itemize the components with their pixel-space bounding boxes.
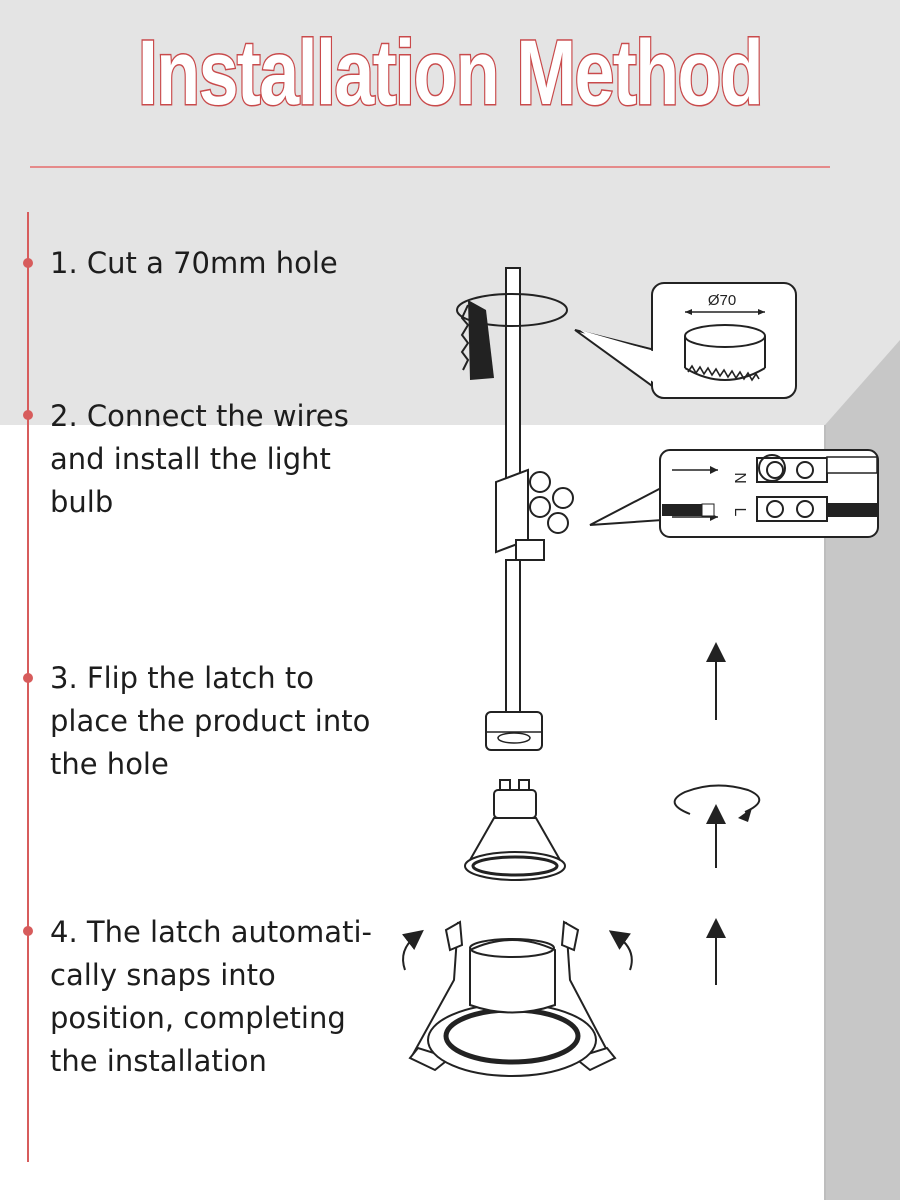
step-2-dot bbox=[23, 410, 33, 420]
step-2-text: 2. Connect the wires and install the lig… bbox=[50, 399, 349, 519]
step-1-text: 1. Cut a 70mm hole bbox=[50, 246, 338, 280]
hole-diameter-label: Ø70 bbox=[708, 292, 736, 309]
terminal-callout: N L bbox=[589, 449, 879, 538]
hole-size-callout: Ø70 bbox=[574, 282, 797, 399]
step-timeline bbox=[27, 212, 29, 1162]
step-1-dot bbox=[23, 258, 33, 268]
neutral-terminal-label: N bbox=[731, 472, 748, 484]
step-4-text: 4. The latch automati-cally snaps into p… bbox=[50, 915, 372, 1078]
live-terminal-label: L bbox=[731, 508, 748, 517]
step-4-dot bbox=[23, 926, 33, 936]
wire-lower bbox=[505, 559, 521, 716]
page-title: Installation Method bbox=[137, 21, 765, 126]
side-wall bbox=[825, 340, 900, 1200]
wire-connector-block bbox=[495, 468, 574, 561]
wire-upper bbox=[505, 267, 521, 479]
gu10-bulb bbox=[464, 779, 566, 881]
title-divider bbox=[30, 166, 830, 168]
rotate-arrow-icon bbox=[673, 784, 761, 868]
ceiling-hole bbox=[456, 293, 568, 327]
step-3-dot bbox=[23, 673, 33, 683]
hole-saw-icon bbox=[460, 300, 494, 380]
lamp-socket bbox=[485, 711, 543, 751]
step-3-text: 3. Flip the latch to place the product i… bbox=[50, 661, 371, 781]
downlight-housing bbox=[401, 920, 633, 1077]
